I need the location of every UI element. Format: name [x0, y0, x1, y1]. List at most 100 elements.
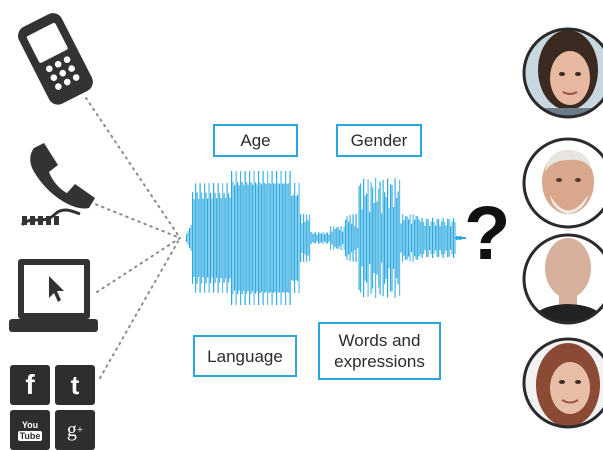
waveform-bar: [309, 215, 311, 261]
waveform-bar: [295, 196, 297, 280]
waveform-bar: [337, 227, 339, 249]
youtube-glyph: You Tube: [10, 410, 50, 450]
waveform-bar: [330, 226, 332, 250]
waveform-bar: [426, 219, 428, 258]
waveform-bar: [243, 185, 245, 291]
waveform-bar: [333, 226, 335, 250]
waveform-bar: [387, 178, 389, 298]
waveform-bar: [322, 232, 324, 244]
waveform-bar: [216, 198, 218, 278]
waveform-bar: [393, 206, 395, 269]
waveform-bar: [294, 183, 296, 293]
waveform-bar: [400, 223, 402, 253]
label-age-text: Age: [240, 131, 271, 150]
waveform-bar: [366, 193, 368, 283]
waveform-bar: [447, 218, 449, 258]
waveform-bar: [253, 171, 255, 305]
waveform-bar: [411, 223, 413, 253]
cursor-arrow-icon: [49, 276, 64, 302]
label-words-line1: Words and: [338, 331, 421, 350]
waveform-bar: [399, 180, 401, 296]
waveform-bar: [391, 184, 393, 292]
dotted-connectors: [85, 97, 181, 379]
waveform-bar: [375, 178, 377, 298]
label-language: Language: [193, 335, 297, 377]
waveform-bar: [423, 221, 425, 255]
waveform-bar: [231, 171, 233, 305]
waveform-bar: [261, 184, 263, 292]
waveform-bar: [217, 183, 219, 293]
waveform-bar: [342, 231, 344, 245]
connector-mobile: [85, 97, 181, 239]
waveform-bar: [315, 232, 317, 244]
waveform-bar: [436, 218, 438, 258]
waveform-bar: [249, 171, 251, 305]
waveform-bar: [417, 216, 419, 260]
waveform-bar: [408, 219, 410, 257]
google-plus-icon: g+: [55, 410, 95, 450]
youtube-you: You: [21, 419, 39, 430]
waveform-bar: [232, 181, 234, 295]
google-plus-g: g: [66, 418, 77, 441]
waveform-bar: [451, 221, 453, 255]
waveform-bar: [351, 223, 353, 253]
waveform-bar: [427, 219, 429, 257]
portrait-silhouette: [522, 233, 603, 325]
waveform-bar: [312, 234, 314, 242]
label-gender: Gender: [336, 124, 422, 157]
label-words-text: Words and expressions: [334, 330, 425, 372]
waveform-bar: [334, 228, 336, 248]
waveform-bar: [319, 233, 321, 243]
waveform-bar: [219, 193, 221, 283]
waveform-bar: [354, 225, 356, 251]
waveform-bar: [244, 171, 246, 305]
waveform-bar: [439, 226, 441, 250]
waveform-bar: [402, 214, 404, 262]
waveform-bar: [207, 198, 209, 278]
mobile-phone-icon: [17, 13, 93, 105]
google-plus-glyph: g+: [55, 410, 95, 450]
waveform-bar: [373, 203, 375, 273]
waveform-bar: [234, 185, 236, 291]
waveform-bar: [378, 188, 380, 288]
waveform-bar: [247, 184, 249, 292]
waveform-bar: [264, 182, 266, 294]
waveform-bar: [448, 219, 450, 257]
waveform-bar: [313, 232, 315, 244]
waveform-bar: [258, 171, 260, 305]
twitter-glyph: t: [70, 369, 80, 400]
waveform-bar: [222, 183, 224, 293]
portrait-woman-dark-hair: [522, 27, 603, 119]
waveform-bar: [190, 225, 192, 251]
waveform-bar: [444, 222, 446, 254]
waveform-bar: [381, 213, 383, 263]
waveform-bar: [208, 183, 210, 293]
waveform-bar: [255, 182, 257, 294]
waveform-bar: [450, 226, 452, 250]
waveform-bar: [336, 227, 338, 249]
waveform-bar: [280, 171, 282, 305]
waveform-bar: [357, 228, 359, 248]
waveform-bar: [318, 232, 320, 244]
waveform-bar: [196, 192, 198, 284]
waveform-bar: [409, 214, 411, 262]
waveform-bar: [297, 194, 299, 282]
waveform-bar: [328, 234, 330, 242]
waveform-bar: [360, 183, 362, 293]
waveform-bar: [270, 183, 272, 293]
waveform-bar: [435, 225, 437, 251]
waveform-bar: [267, 171, 269, 305]
waveform-bar: [321, 233, 323, 243]
waveform-bar: [367, 179, 369, 297]
waveform-bar: [442, 218, 444, 258]
waveform-bar: [201, 192, 203, 284]
facebook-icon: f: [10, 365, 50, 405]
waveform-bar: [202, 198, 204, 278]
waveform-bar: [240, 171, 242, 305]
waveform-bar: [252, 184, 254, 292]
youtube-icon: You Tube: [10, 410, 50, 450]
waveform-bar: [406, 216, 408, 260]
waveform-bar: [363, 178, 365, 298]
waveform-bar: [285, 171, 287, 305]
